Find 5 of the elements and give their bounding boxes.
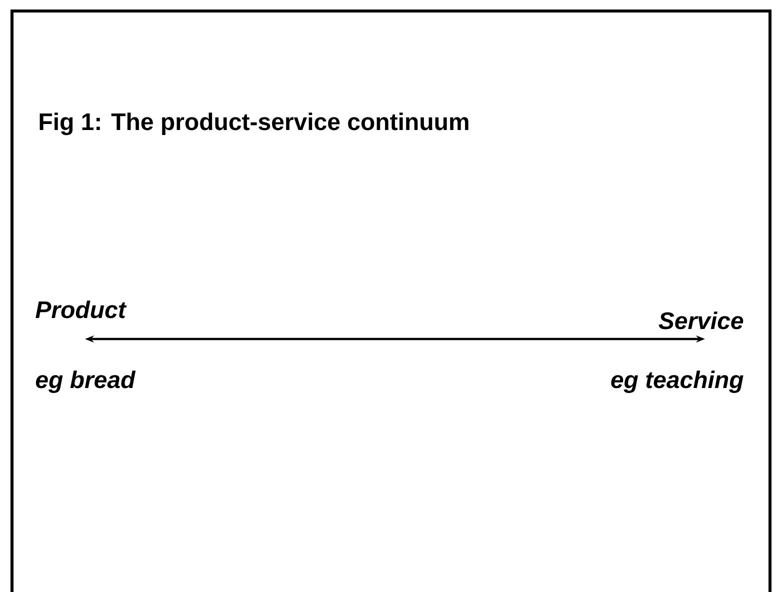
node-label: Service xyxy=(658,312,744,330)
example-label: eg teaching xyxy=(611,370,744,393)
title: Fig 1: The product-service continuum xyxy=(40,112,468,136)
node-label: Product xyxy=(36,300,127,318)
example-label: eg bread xyxy=(36,370,136,393)
